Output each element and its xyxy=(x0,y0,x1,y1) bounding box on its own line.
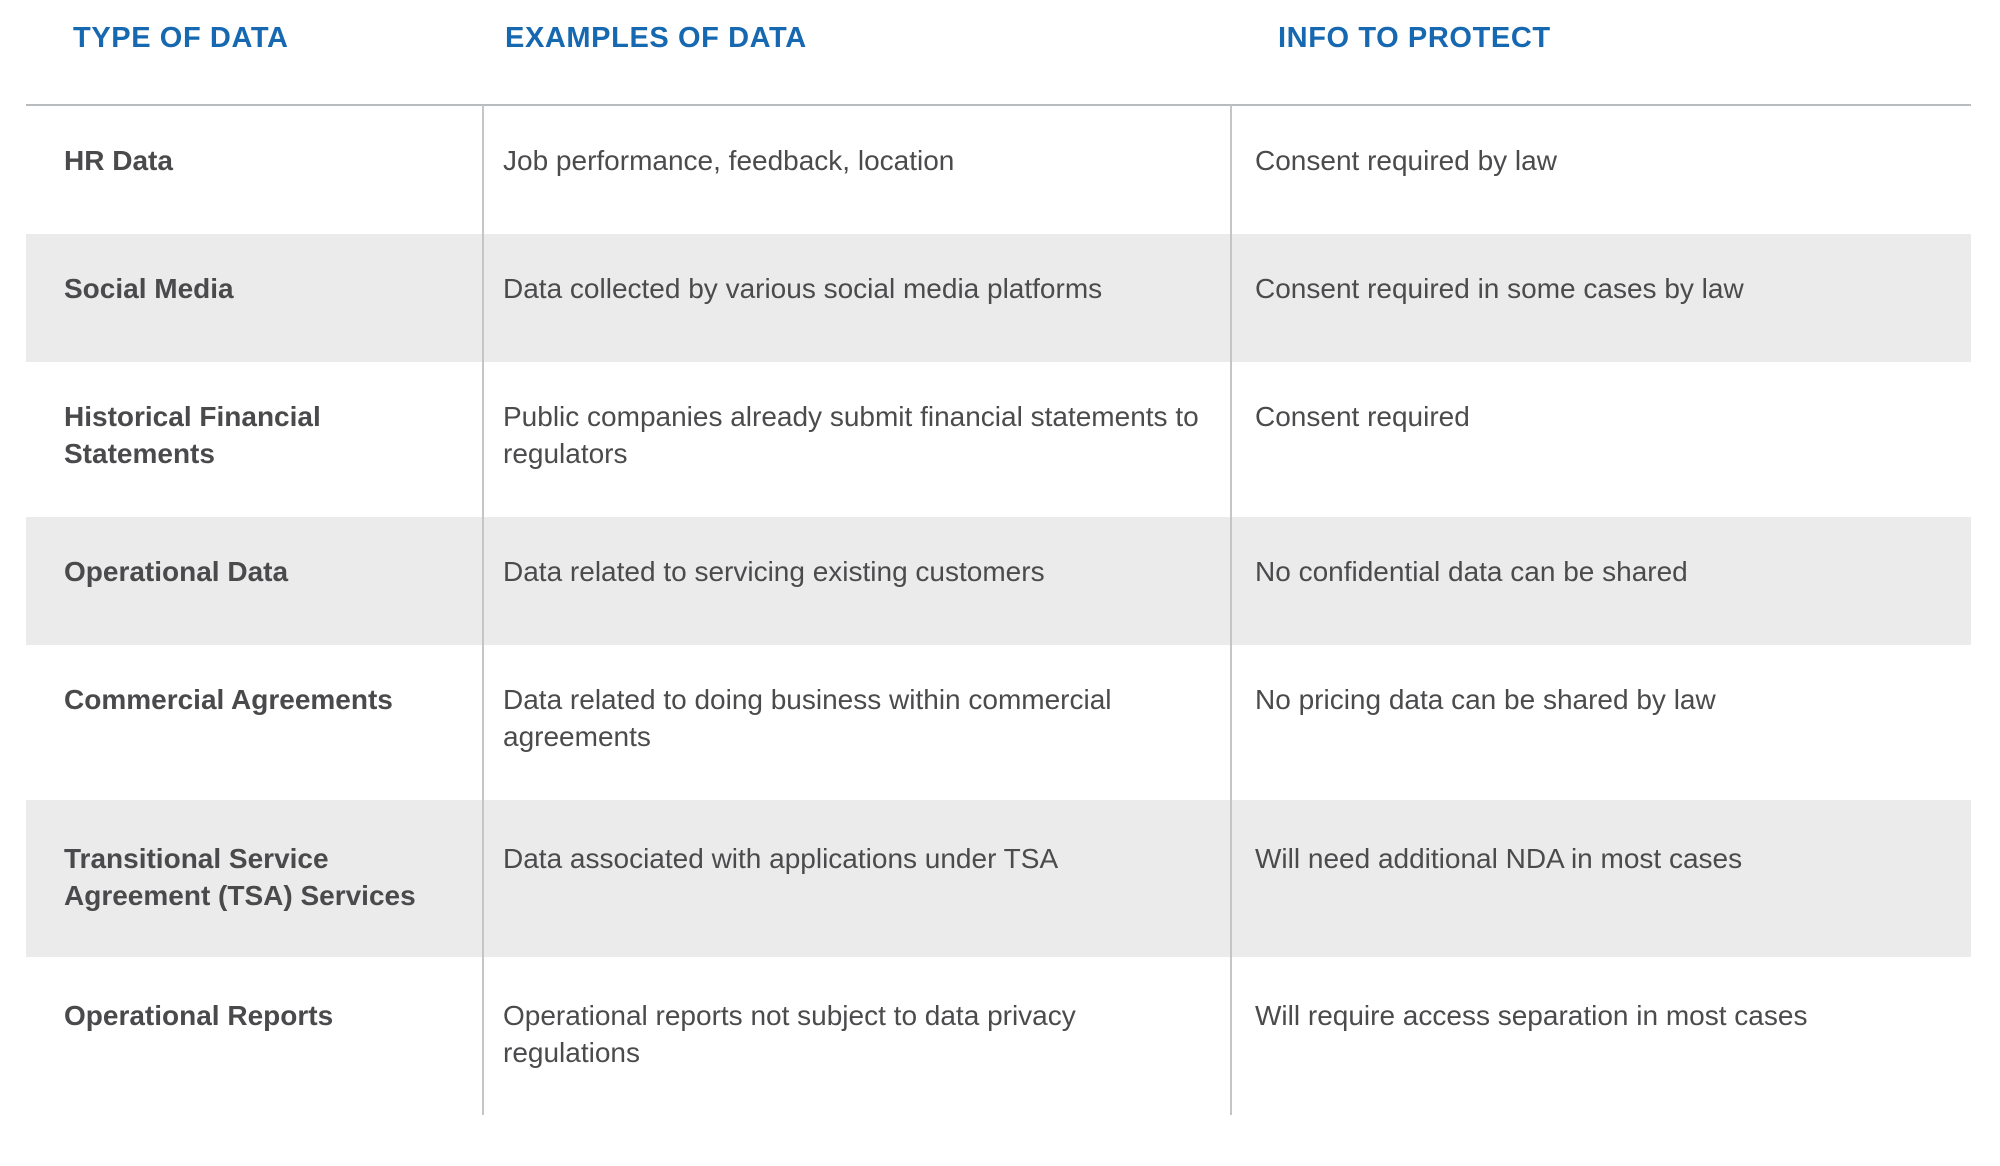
cell-info-to-protect: No pricing data can be shared by law xyxy=(1255,684,1716,715)
cell-examples-of-data: Public companies already submit financia… xyxy=(503,401,1199,469)
cell-info-to-protect: Consent required xyxy=(1255,401,1470,432)
table-row: Social Media Data collected by various so… xyxy=(0,234,2000,362)
cell-examples-of-data: Data associated with applications under … xyxy=(503,843,1059,874)
table-body: HR Data Job performance, feedback, locati… xyxy=(0,106,2000,1116)
row-background xyxy=(26,800,1971,957)
table-row: Transitional Service Agreement (TSA) Ser… xyxy=(0,800,2000,957)
cell-examples-of-data: Data related to doing business within co… xyxy=(503,684,1112,752)
table-row: HR Data Job performance, feedback, locati… xyxy=(0,106,2000,234)
cell-examples-of-data: Data collected by various social media p… xyxy=(503,273,1103,304)
cell-info-to-protect: Consent required by law xyxy=(1255,145,1557,176)
cell-type-of-data: Social Media xyxy=(64,273,234,304)
cell-type-of-data: Commercial Agreements xyxy=(64,684,393,715)
column-divider-2 xyxy=(1230,105,1232,1115)
table-row: Operational Reports Operational reports n… xyxy=(0,957,2000,1116)
table-row: Historical Financial Statements Public co… xyxy=(0,362,2000,517)
table-header-row: TYPE OF DATA EXAMPLES OF DATA INFO TO PR… xyxy=(0,0,2000,105)
cell-type-of-data: Transitional Service Agreement (TSA) Ser… xyxy=(64,843,416,911)
cell-info-to-protect: Consent required in some cases by law xyxy=(1255,273,1744,304)
row-background xyxy=(26,517,1971,645)
cell-examples-of-data: Operational reports not subject to data … xyxy=(503,1000,1076,1068)
cell-examples-of-data: Job performance, feedback, location xyxy=(503,145,955,176)
cell-examples-of-data: Data related to servicing existing custo… xyxy=(503,556,1045,587)
cell-info-to-protect: Will require access separation in most c… xyxy=(1255,1000,1808,1031)
table-row: Operational Data Data related to servicin… xyxy=(0,517,2000,645)
cell-type-of-data: HR Data xyxy=(64,145,173,176)
row-background xyxy=(26,234,1971,362)
column-header-type-of-data: TYPE OF DATA xyxy=(73,22,289,54)
column-divider-1 xyxy=(482,105,484,1115)
cell-info-to-protect: No confidential data can be shared xyxy=(1255,556,1688,587)
cell-type-of-data: Historical Financial Statements xyxy=(64,401,321,469)
cell-info-to-protect: Will need additional NDA in most cases xyxy=(1255,843,1743,874)
cell-type-of-data: Operational Reports xyxy=(64,1000,334,1031)
column-header-examples-of-data: EXAMPLES OF DATA xyxy=(505,22,807,54)
table-row: Commercial Agreements Data related to doi… xyxy=(0,645,2000,800)
cell-type-of-data: Operational Data xyxy=(64,556,289,587)
column-header-info-to-protect: INFO TO PROTECT xyxy=(1278,22,1551,54)
header-divider-rule xyxy=(26,104,1971,106)
